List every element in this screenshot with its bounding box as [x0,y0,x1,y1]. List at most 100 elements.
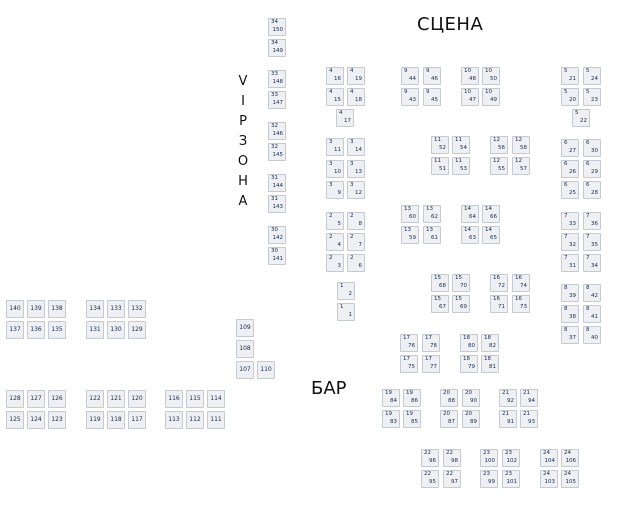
seat[interactable]: 119 [86,411,104,429]
seat[interactable]: 114 [207,390,225,408]
seat[interactable]: 140 [6,300,24,318]
seat[interactable]: 116 [165,390,183,408]
seat[interactable]: 130 [107,321,125,339]
seat[interactable]: 122 [86,390,104,408]
seat[interactable]: 112 [186,411,204,429]
seat[interactable]: 123 [48,411,66,429]
seat[interactable]: 129 [128,321,146,339]
seat[interactable]: 118 [107,411,125,429]
seat[interactable]: 134 [86,300,104,318]
seat[interactable]: 128 [6,390,24,408]
seat[interactable]: 110 [257,361,275,379]
seat[interactable]: 111 [207,411,225,429]
seat[interactable]: 135 [48,321,66,339]
seat[interactable]: 108 [236,340,254,358]
seat[interactable]: 131 [86,321,104,339]
seat[interactable]: 113 [165,411,183,429]
seat[interactable]: 138 [48,300,66,318]
seat[interactable]: 124 [27,411,45,429]
seat[interactable]: 139 [27,300,45,318]
